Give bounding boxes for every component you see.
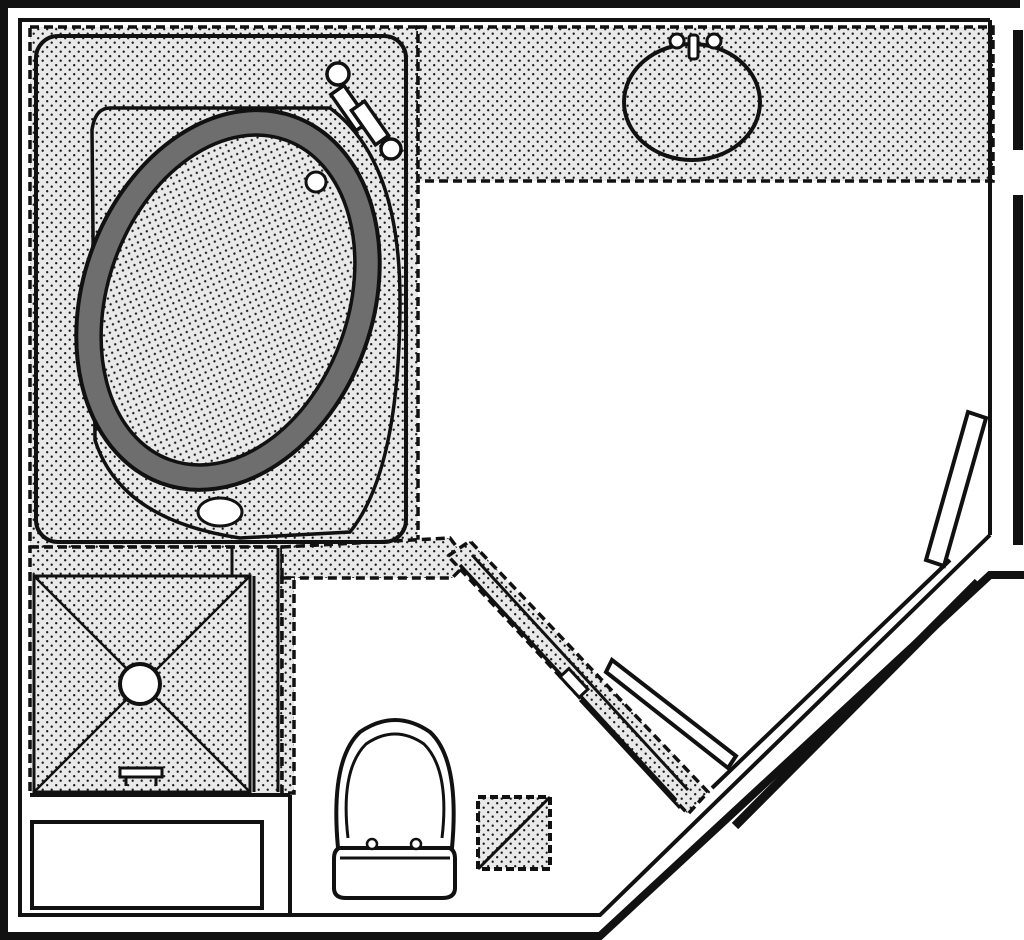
sink-faucet-icon (668, 32, 723, 61)
toilet-bowl (334, 718, 456, 850)
oval-tub-icon (34, 34, 408, 544)
door-leaf (603, 656, 739, 771)
cabinet-icon (476, 795, 552, 871)
sink-icon (622, 32, 762, 162)
window-icon (710, 558, 982, 830)
shower-valve-icon (118, 766, 164, 786)
tub-basin (99, 133, 357, 467)
shower-base (32, 574, 252, 794)
sink-bowl (622, 42, 762, 162)
bench-icon (30, 820, 264, 910)
shower-drain-icon (32, 547, 280, 794)
toilet-tank (332, 844, 457, 900)
window-sash-icon (923, 409, 989, 569)
tub-outer-deck (34, 34, 408, 544)
inner-wall (18, 18, 992, 917)
door-hinge (557, 666, 591, 700)
tub-step (196, 496, 244, 528)
connector-strip (280, 536, 471, 580)
faucet-icon (325, 61, 403, 161)
toilet-icon (332, 718, 457, 900)
shower-drain (118, 662, 162, 706)
door-icon (458, 553, 739, 810)
toilet-seat (344, 732, 446, 839)
door-frame-right (470, 553, 690, 792)
toilet-area-strip (280, 576, 296, 795)
tub-drain (304, 170, 328, 194)
